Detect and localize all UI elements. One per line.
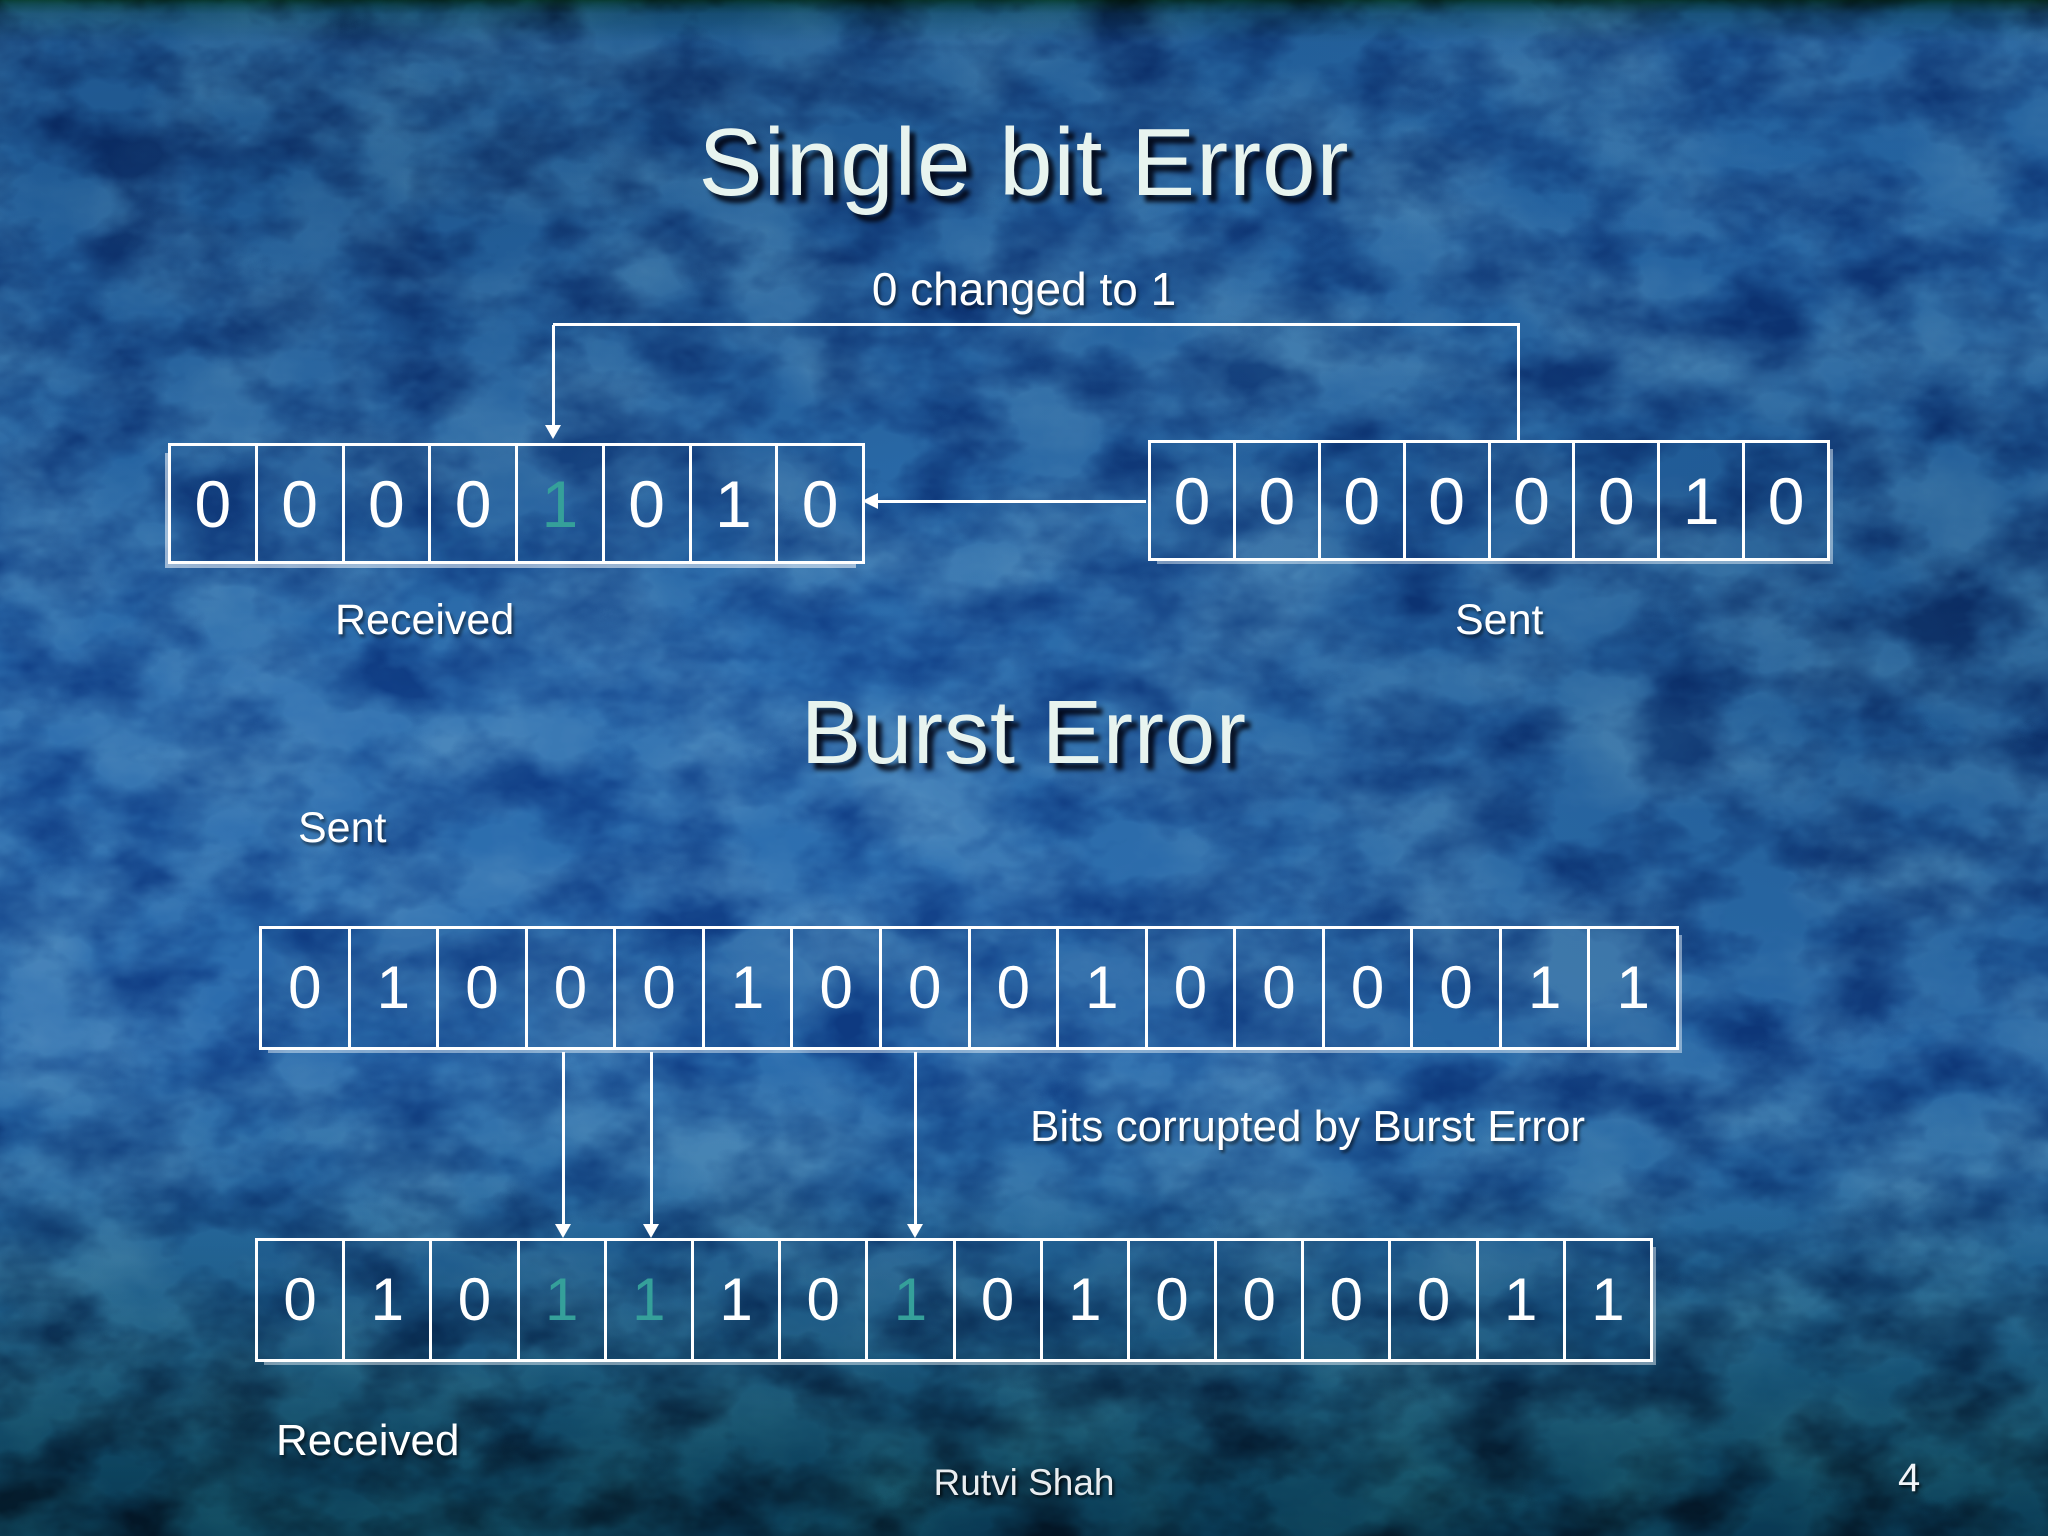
single-bit-connector-line (553, 323, 1520, 440)
bit-cell: 1 (515, 446, 602, 561)
burst-corruption-arrow-1 (555, 1052, 571, 1238)
bit-cell: 0 (429, 1241, 516, 1359)
bit-cell: 0 (194, 466, 232, 541)
bit-cell: 1 (865, 1241, 952, 1359)
burst-error-heading: Burst Error (800, 683, 1248, 783)
bit-cell: 1 (690, 1241, 778, 1359)
bit-cell: 0 (1402, 443, 1488, 558)
bit-cell: 0 (1301, 1241, 1388, 1359)
bit-cell: 0 (1388, 1241, 1475, 1359)
bit-cell: 1 (701, 929, 791, 1047)
bit-cell: 0 (1144, 929, 1234, 1047)
burst-corruption-arrow-3 (907, 1052, 923, 1238)
bit-cell: 1 (347, 929, 437, 1047)
slide-title: Single bit Error (698, 109, 1350, 216)
received-label: Received (335, 596, 515, 644)
bit-cell: 0 (1126, 1241, 1214, 1359)
bit-cell: 0 (283, 1266, 317, 1333)
burst-sent-label: Sent (298, 804, 387, 852)
bit-cell: 1 (688, 446, 776, 561)
bit-cell: 0 (952, 1241, 1040, 1359)
bit-cell: 0 (1410, 929, 1499, 1047)
bit-cell: 0 (1233, 929, 1322, 1047)
single-bit-corruption-arrow (545, 325, 561, 439)
bit-cell: 1 (1657, 443, 1742, 558)
single-bit-annotation: 0 changed to 1 (871, 263, 1177, 315)
burst-annotation: Bits corrupted by Burst Error (1030, 1102, 1586, 1151)
bit-cell: 0 (1317, 443, 1403, 558)
bit-cell: 0 (878, 929, 968, 1047)
bit-cell: 1 (516, 1241, 604, 1359)
bit-cell: 0 (524, 929, 614, 1047)
bit-cell: 0 (1487, 443, 1573, 558)
bit-cell: 0 (601, 446, 689, 561)
bit-cell: 0 (428, 446, 515, 561)
bit-cell: 1 (1562, 1241, 1650, 1359)
bit-cell: 0 (1572, 443, 1657, 558)
bit-cell: 0 (1173, 463, 1211, 538)
bit-cell: 0 (341, 446, 429, 561)
bit-cell: 0 (1742, 443, 1827, 558)
bit-cell: 1 (1475, 1241, 1563, 1359)
burst-corruption-arrow-2 (643, 1052, 659, 1238)
sent-to-received-arrow (862, 493, 1146, 509)
bit-cell: 0 (1214, 1241, 1301, 1359)
bit-cell: 1 (1498, 929, 1588, 1047)
bit-cell: 1 (342, 1241, 429, 1359)
bit-cell: 1 (1587, 929, 1676, 1047)
bit-cell: 0 (254, 446, 342, 561)
footer-author: Rutvi Shah (933, 1462, 1115, 1503)
bit-cell: 0 (288, 954, 322, 1021)
sent-label: Sent (1455, 596, 1544, 644)
bit-cell: 0 (1232, 443, 1318, 558)
bit-cell: 0 (778, 1241, 865, 1359)
bit-cell: 0 (790, 929, 879, 1047)
bit-cell: 0 (436, 929, 525, 1047)
page-number: 4 (1898, 1456, 1921, 1500)
bit-cell: 1 (603, 1241, 691, 1359)
burst-received-label: Received (276, 1416, 460, 1465)
bit-cell: 0 (613, 929, 702, 1047)
bit-cell: 0 (775, 446, 862, 561)
bit-cell: 0 (967, 929, 1057, 1047)
bit-cell: 1 (1039, 1241, 1127, 1359)
bit-cell: 1 (1056, 929, 1145, 1047)
bit-cell: 0 (1321, 929, 1411, 1047)
